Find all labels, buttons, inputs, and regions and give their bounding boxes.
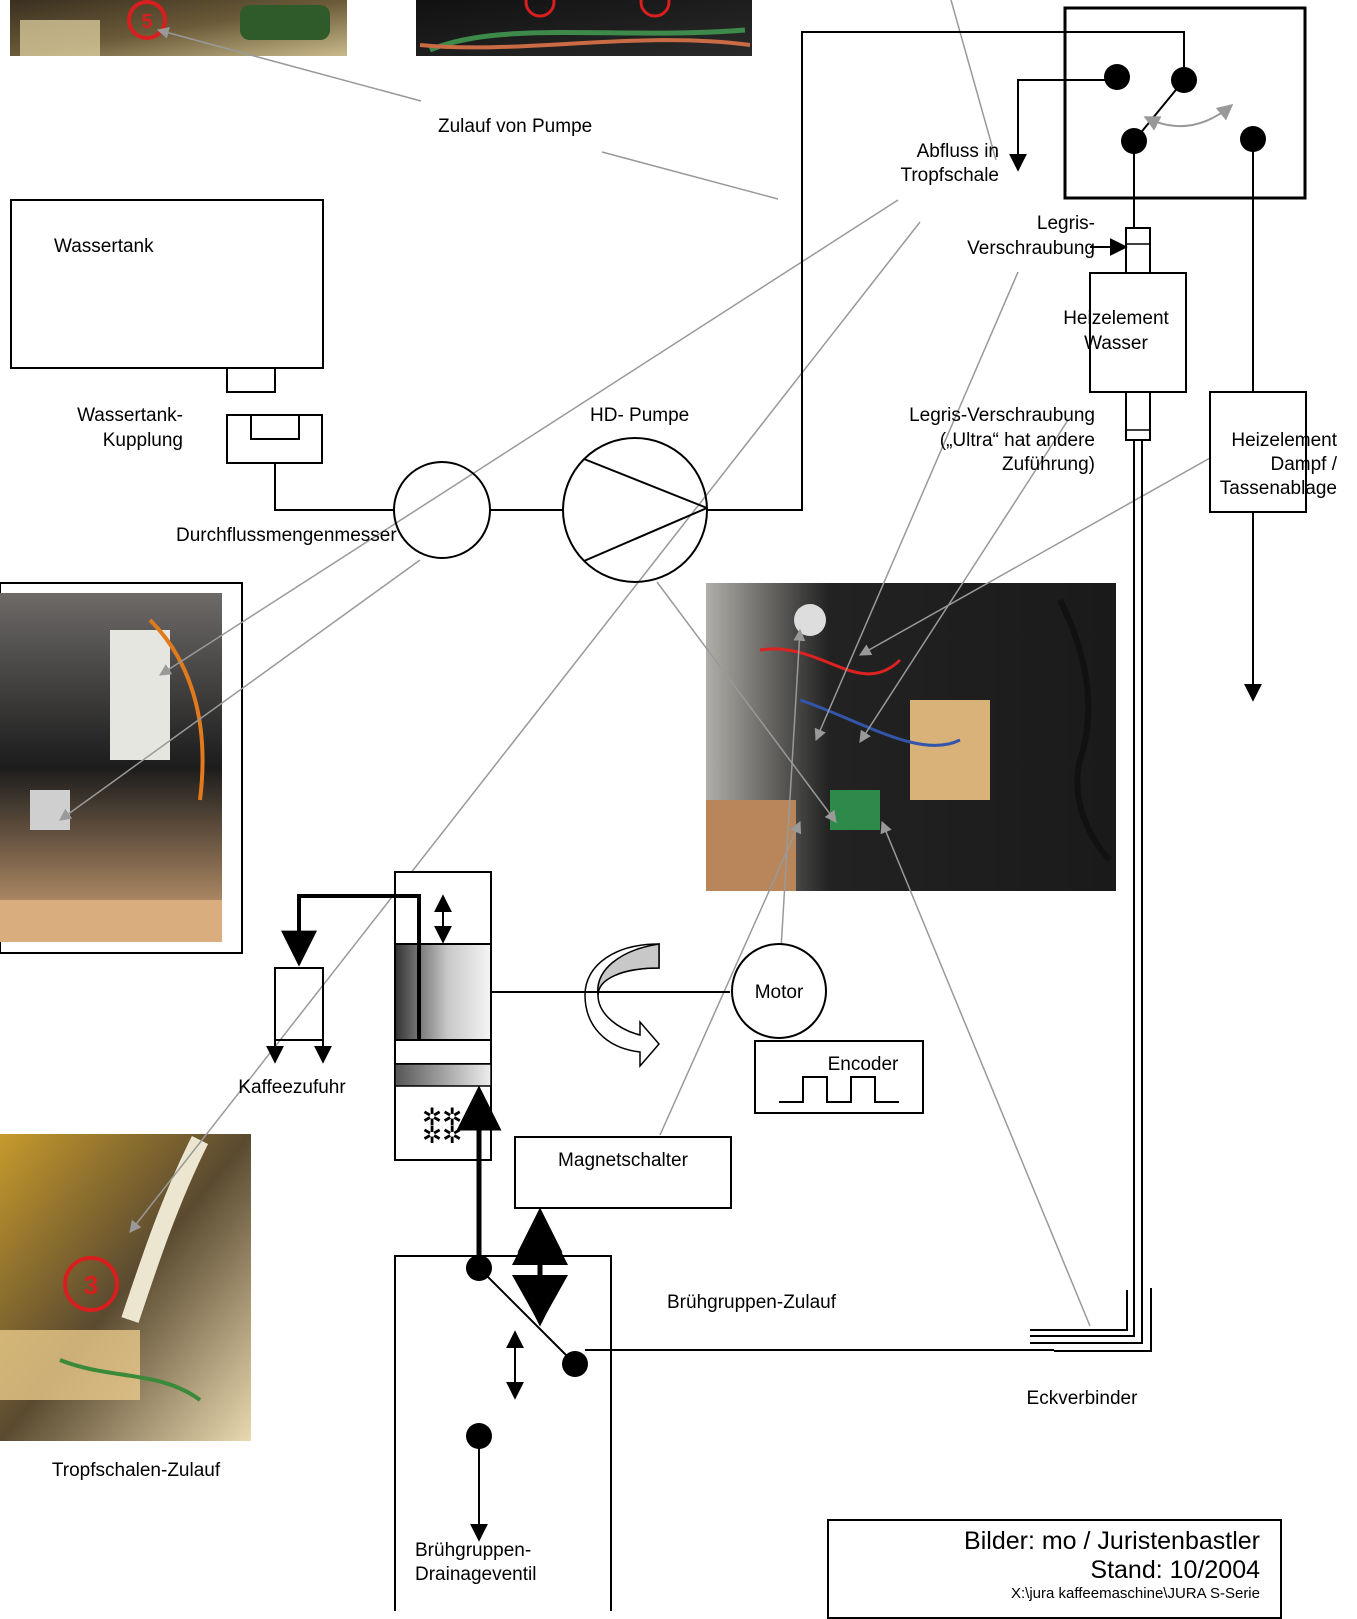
label-legris-mid-2: („Ultra“ hat andere [940, 430, 1095, 451]
encoder-box [754, 1040, 924, 1114]
label-wassertank: Wassertank [54, 236, 154, 257]
label-legris-mid-3: Zuführung) [1002, 454, 1095, 475]
wassertank-box [10, 199, 324, 369]
pointer-lines [59, 0, 1211, 1327]
heizelement-dampf-box [1209, 391, 1307, 513]
kaffee-rohr [266, 894, 421, 1064]
photo-marker-3: 3 [84, 1270, 98, 1300]
label-kupplung-2: Kupplung [103, 430, 183, 451]
durchflussmesser-circle [393, 461, 491, 559]
magnetschalter-box [514, 1136, 732, 1209]
label-kaffeezufuhr: Kaffeezufuhr [238, 1077, 346, 1098]
rotation-arrow-icon [584, 943, 660, 1069]
legris-fitting-mid [1125, 391, 1151, 441]
drainageventil-box [394, 1085, 612, 1611]
hd-pumpe-symbol [562, 437, 708, 583]
label-heiz-wasser-2: Wasser [1084, 333, 1148, 354]
motor-circle [731, 943, 827, 1039]
label-hd-pumpe: HD- Pumpe [590, 405, 689, 426]
label-motor: Motor [755, 982, 804, 1003]
photo-left-machine [0, 582, 243, 954]
label-legris-top-2: Verschraubung [967, 238, 1095, 259]
heizelement-wasser-box [1089, 272, 1187, 393]
photo-center-machine [706, 583, 1116, 891]
info-line-2: Stand: 10/2004 [1090, 1556, 1260, 1584]
kupplung-inner [250, 414, 300, 440]
label-heiz-dampf-1: Heizelement [1231, 430, 1337, 451]
label-encoder: Encoder [828, 1054, 899, 1075]
label-abfluss-1: Abfluss in [917, 141, 999, 162]
label-heiz-dampf-2: Dampf / [1270, 454, 1337, 475]
label-magnetschalter: Magnetschalter [558, 1150, 689, 1171]
water-pipe [274, 31, 1262, 1352]
magnetschalter-actuator-arrow [512, 1207, 568, 1327]
label-eckverbinder: Eckverbinder [1027, 1388, 1139, 1409]
label-bruehgruppen-zulauf: Brühgruppen-Zulauf [667, 1292, 837, 1313]
photo-top-left: 5 [10, 0, 347, 56]
label-heiz-wasser-1: Heizelement [1063, 308, 1169, 329]
label-heiz-dampf-3: Tassenablage [1220, 478, 1337, 499]
label-zulauf-von-pumpe: Zulauf von Pumpe [438, 116, 592, 137]
svg-text:✲✲: ✲✲ [422, 1121, 462, 1149]
photo-bottom-left: 3 [0, 1134, 251, 1441]
info-line-1: Bilder: mo / Juristenbastler [964, 1527, 1260, 1555]
label-legris-mid-1: Legris-Verschraubung [909, 405, 1095, 426]
label-kupplung-1: Wassertank- [77, 405, 183, 426]
wassertank-outlet [226, 367, 276, 393]
label-drain-2: Drainageventil [415, 1564, 536, 1585]
legris-fitting-top [1125, 227, 1151, 274]
label-abfluss-2: Tropfschale [900, 165, 999, 186]
info-line-3: X:\jura kaffeemaschine\JURA S-Serie [1010, 1585, 1260, 1602]
label-drain-1: Brühgruppen- [415, 1540, 531, 1561]
label-tropfschalen-zulauf: Tropfschalen-Zulauf [52, 1460, 221, 1481]
photo-top-middle [416, 0, 752, 56]
label-durchflussmengenmesser: Durchflussmengenmesser [176, 525, 397, 546]
label-legris-top-1: Legris- [1037, 213, 1095, 234]
ventil-box-top [1063, 6, 1307, 200]
info-box: Bilder: mo / Juristenbastler Stand: 10/2… [827, 1519, 1282, 1619]
svg-text:✲✲: ✲✲ [422, 1103, 462, 1131]
photo-marker-5: 5 [141, 11, 152, 33]
